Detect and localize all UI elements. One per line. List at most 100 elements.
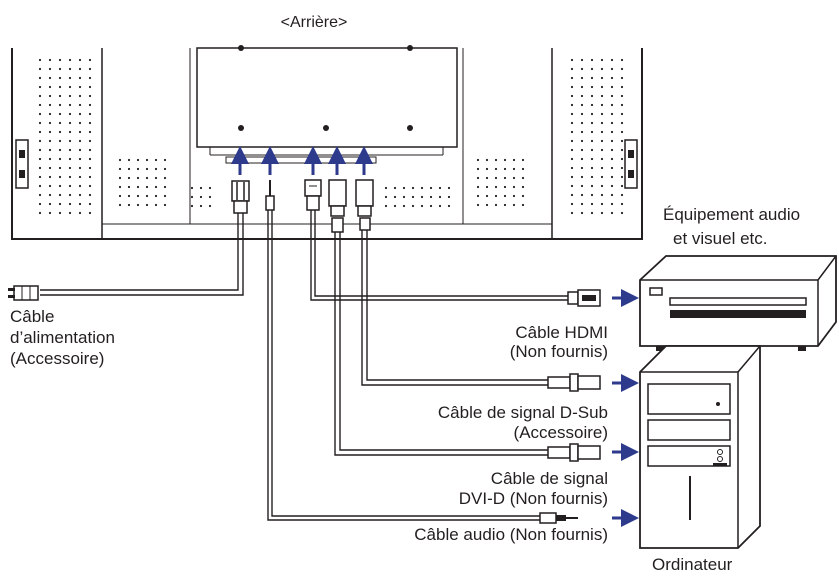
vent-dot: [38, 85, 42, 89]
power-plug-end: [8, 285, 39, 301]
power-plug-icon: [231, 180, 250, 214]
monitor-rear: [11, 45, 643, 240]
vent-dot: [136, 194, 140, 198]
vent-dot: [580, 157, 584, 161]
vent-dot: [38, 94, 42, 98]
vent-dot: [199, 195, 203, 199]
vent-dot: [620, 157, 624, 161]
vent-dot: [580, 166, 584, 170]
vent-dot: [58, 148, 62, 152]
vent-dot: [393, 195, 397, 199]
vent-dot: [38, 157, 42, 161]
vent-dot: [521, 185, 525, 189]
vent-dot: [68, 85, 72, 89]
vent-dot: [590, 184, 594, 188]
vent-dot: [570, 148, 574, 152]
vent-dot: [600, 58, 604, 62]
vent-dot: [447, 195, 451, 199]
vent-dot: [580, 67, 584, 71]
vent-dot: [78, 67, 82, 71]
svg-text:(Accessoire): (Accessoire): [10, 349, 104, 368]
vent-dot: [48, 94, 52, 98]
vent-dot: [78, 148, 82, 152]
vent-dot: [38, 193, 42, 197]
vent-dot: [600, 175, 604, 179]
dvi-cable-line: [334, 232, 548, 456]
vent-dot: [38, 202, 42, 206]
vent-dot: [145, 185, 149, 189]
vent-dot: [154, 185, 158, 189]
vent-dot: [78, 76, 82, 80]
svg-text:Câble de signal D-Sub: Câble de signal D-Sub: [438, 403, 608, 422]
vent-dot: [620, 166, 624, 170]
vent-dot: [88, 184, 92, 188]
vent-dot: [590, 148, 594, 152]
vent-dot: [420, 186, 424, 190]
vent-dot: [190, 186, 194, 190]
vent-dot: [136, 158, 140, 162]
vent-dot: [570, 202, 574, 206]
vent-dot: [118, 203, 122, 207]
label-power-cable: Câble d’alimentation (Accessoire): [10, 307, 115, 368]
vent-dot: [68, 94, 72, 98]
vent-dot: [48, 103, 52, 107]
vent-dot: [420, 195, 424, 199]
vent-dot: [68, 184, 72, 188]
vent-dot: [590, 175, 594, 179]
vent-dot: [402, 186, 406, 190]
vent-dot: [476, 176, 480, 180]
vent-dot: [78, 94, 82, 98]
vent-dot: [485, 194, 489, 198]
vent-dot: [570, 157, 574, 161]
vent-dot: [38, 139, 42, 143]
vent-dot: [145, 203, 149, 207]
vent-dot: [68, 58, 72, 62]
vent-dot: [620, 67, 624, 71]
audio-cable-line: [267, 210, 540, 521]
vent-dot: [58, 166, 62, 170]
vent-dot: [163, 167, 167, 171]
svg-text:Câble: Câble: [10, 307, 54, 326]
vent-dot: [570, 130, 574, 134]
dvi-plug-icon: [328, 179, 347, 233]
vent-dot: [580, 76, 584, 80]
vent-dot: [600, 67, 604, 71]
vent-dot: [163, 203, 167, 207]
vent-dot: [580, 202, 584, 206]
vent-dot: [384, 195, 388, 199]
vent-dot: [136, 167, 140, 171]
vent-dot: [78, 112, 82, 116]
vent-dot: [590, 58, 594, 62]
vent-dot: [521, 194, 525, 198]
vent-dot: [58, 58, 62, 62]
audio-plug-end: [539, 512, 578, 524]
vent-dot: [590, 85, 594, 89]
vent-dot: [127, 185, 131, 189]
vent-dot: [145, 194, 149, 198]
power-cable-line: [40, 213, 239, 291]
vent-dot: [590, 103, 594, 107]
vent-dot: [620, 175, 624, 179]
vent-dot: [68, 76, 72, 80]
vent-dot: [38, 148, 42, 152]
vent-dot: [600, 166, 604, 170]
vent-dot: [88, 193, 92, 197]
vent-dot: [438, 204, 442, 208]
vent-dot: [88, 94, 92, 98]
vent-dot: [620, 139, 624, 143]
vent-dot: [38, 58, 42, 62]
vent-dot: [620, 148, 624, 152]
vent-dot: [485, 185, 489, 189]
vent-dot: [610, 166, 614, 170]
vent-dot: [429, 195, 433, 199]
vent-dot: [580, 94, 584, 98]
vent-dot: [610, 148, 614, 152]
vent-dot: [88, 139, 92, 143]
av-equipment-icon: [639, 255, 837, 351]
vent-dot: [494, 167, 498, 171]
vent-dot: [48, 85, 52, 89]
vent-dot: [48, 112, 52, 116]
vent-dot: [570, 58, 574, 62]
vent-dot: [154, 203, 158, 207]
